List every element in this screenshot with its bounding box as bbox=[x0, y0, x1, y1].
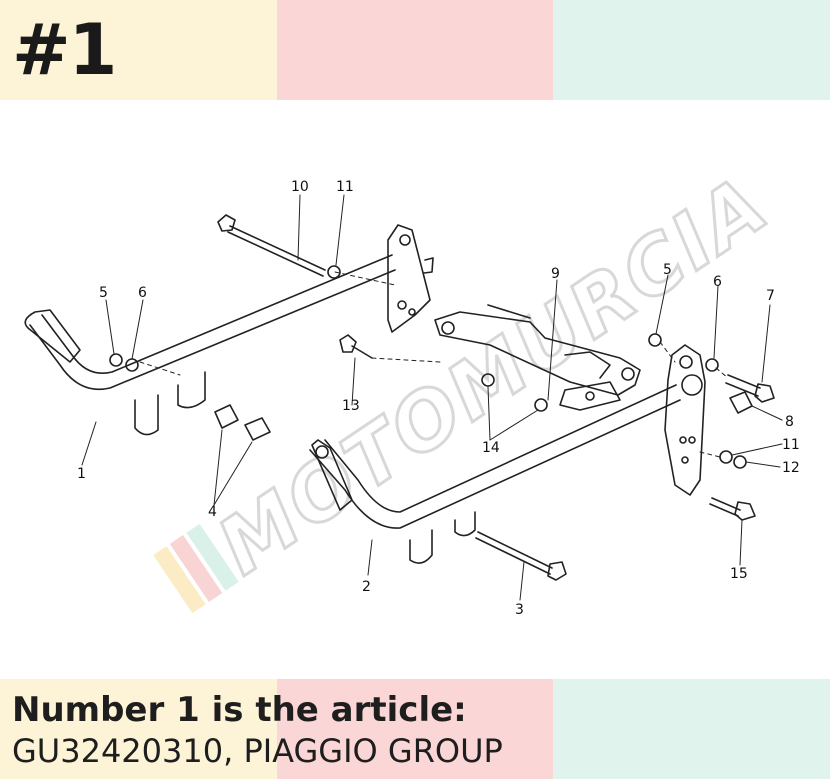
label-3: 3 bbox=[515, 602, 524, 618]
label-11-right: 11 bbox=[782, 437, 800, 453]
footer-band-yellow bbox=[0, 679, 277, 779]
nut-12 bbox=[733, 455, 747, 469]
label-1: 1 bbox=[77, 466, 86, 482]
bolt-13 bbox=[339, 334, 373, 359]
article-code: GU32420310, PIAGGIO GROUP bbox=[12, 732, 503, 770]
label-13: 13 bbox=[342, 398, 360, 414]
label-6-left: 6 bbox=[138, 285, 147, 301]
band-pink bbox=[277, 0, 553, 100]
label-15: 15 bbox=[730, 566, 748, 582]
bracket-part-9 bbox=[434, 304, 641, 411]
spacers-4 bbox=[214, 404, 271, 441]
washer-6-right bbox=[705, 358, 719, 372]
band-yellow bbox=[0, 0, 277, 100]
label-5-right: 5 bbox=[663, 262, 672, 278]
label-11-top: 11 bbox=[336, 179, 354, 195]
nut-11-top bbox=[327, 265, 341, 279]
exploded-parts-diagram: MOTOMURCIA bbox=[24, 158, 800, 618]
footer-band bbox=[0, 679, 830, 779]
bolt-3 bbox=[475, 531, 567, 581]
band-mint bbox=[553, 0, 830, 100]
bracket-plate bbox=[387, 224, 434, 333]
label-2: 2 bbox=[362, 579, 371, 595]
label-14: 14 bbox=[482, 440, 500, 456]
nut-14-a bbox=[481, 373, 495, 387]
item-number-badge: #1 bbox=[12, 9, 117, 91]
label-7: 7 bbox=[766, 288, 775, 304]
label-4: 4 bbox=[208, 504, 217, 520]
spacer-8 bbox=[729, 391, 753, 414]
label-9: 9 bbox=[551, 266, 560, 282]
nut-14-b bbox=[534, 398, 548, 412]
frame-part-1 bbox=[24, 254, 396, 436]
footer-band-mint bbox=[553, 679, 830, 779]
watermark: MOTOMURCIA bbox=[153, 158, 786, 614]
label-5-left: 5 bbox=[99, 285, 108, 301]
label-10: 10 bbox=[291, 179, 309, 195]
bolt-7 bbox=[725, 374, 775, 403]
bolt-10 bbox=[217, 214, 326, 277]
footer-band-pink bbox=[277, 679, 553, 779]
bolt-15 bbox=[709, 497, 756, 521]
label-8: 8 bbox=[785, 414, 794, 430]
right-bracket-plate bbox=[664, 344, 706, 496]
nut-5-right bbox=[648, 333, 662, 347]
article-caption-heading: Number 1 is the article: bbox=[12, 690, 467, 730]
washer-11-right bbox=[719, 450, 733, 464]
label-6-right: 6 bbox=[713, 274, 722, 290]
label-12: 12 bbox=[782, 460, 800, 476]
frame-part-2 bbox=[309, 384, 681, 564]
header-band bbox=[0, 0, 830, 100]
nut-5-left bbox=[109, 353, 123, 367]
